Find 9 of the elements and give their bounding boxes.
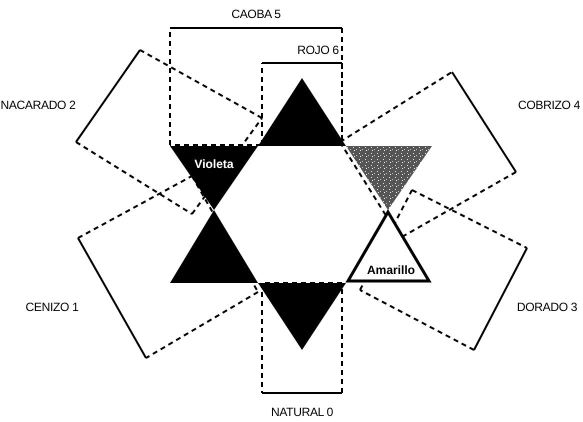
bracket-label: DORADO 3	[516, 300, 578, 314]
bracket-label: CENIZO 1	[26, 300, 78, 314]
color-label: Violeta	[194, 157, 234, 171]
bracket-label: COBRIZO 4	[518, 98, 580, 112]
bracket-label: NACARADO 2	[0, 98, 76, 112]
bracket-label: ROJO 6	[297, 43, 339, 57]
bracket-label: CAOBA 5	[231, 7, 281, 21]
color-label: Amarillo	[367, 263, 415, 277]
bracket-label: NATURAL 0	[271, 405, 333, 419]
